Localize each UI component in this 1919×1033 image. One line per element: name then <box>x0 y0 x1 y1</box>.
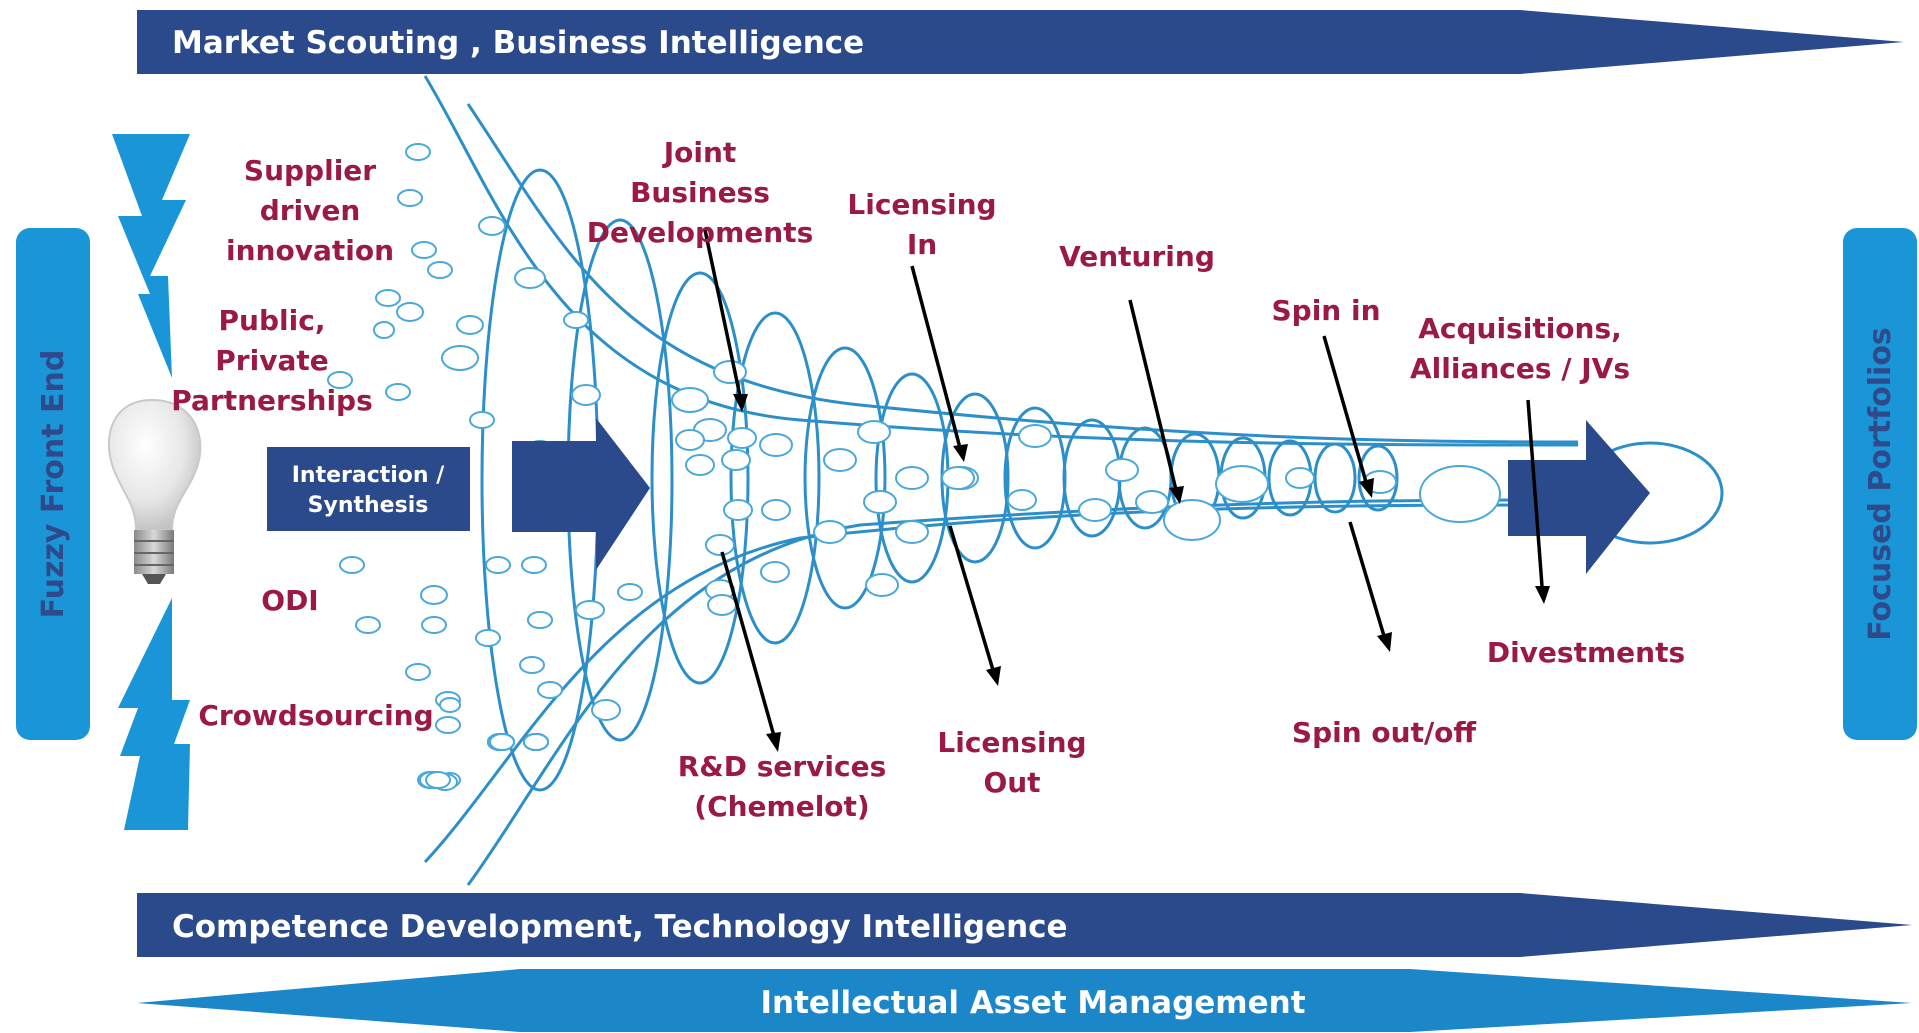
label-rd-2: (Chemelot) <box>694 790 869 823</box>
source-labels: Supplier driven innovation Public, Priva… <box>171 154 433 732</box>
label-spin-out: Spin out/off <box>1292 716 1477 749</box>
label-supplier-1: Supplier <box>244 154 376 187</box>
label-joint-3: Developments <box>587 216 814 249</box>
left-side-tab <box>16 228 90 740</box>
interaction-synthesis-box <box>267 447 470 531</box>
iam-band-arrow <box>137 969 1912 1032</box>
label-licensing-in-1: Licensing <box>847 188 996 221</box>
block-arrow-right <box>1508 420 1650 574</box>
label-crowdsourcing: Crowdsourcing <box>198 699 433 732</box>
label-joint-1: Joint <box>662 136 737 169</box>
label-spin-in: Spin in <box>1271 294 1380 327</box>
box-line-2: Synthesis <box>308 493 429 518</box>
top-band-label: Market Scouting , Business Intelligence <box>172 25 864 61</box>
label-licensing-out-2: Out <box>983 766 1040 799</box>
label-public-2: Private <box>215 344 328 377</box>
label-public-3: Partnerships <box>171 384 373 417</box>
lightbulb-icon <box>107 398 202 584</box>
box-line-1: Interaction / <box>292 463 446 488</box>
iam-band-label: Intellectual Asset Management <box>760 985 1305 1021</box>
bottom-band-arrow <box>137 893 1912 957</box>
label-licensing-in-2: In <box>907 228 937 261</box>
idea-bubbles <box>327 143 1501 791</box>
funnel-shape <box>423 75 1724 886</box>
label-supplier-2: driven <box>260 194 361 227</box>
label-acquisitions-1: Acquisitions, <box>1418 312 1622 345</box>
right-side-tab <box>1843 228 1917 740</box>
left-side-label: Fuzzy Front End <box>36 350 71 619</box>
label-rd-1: R&D services <box>678 750 887 783</box>
label-joint-2: Business <box>630 176 770 209</box>
top-band-arrow <box>137 10 1904 74</box>
label-licensing-out-1: Licensing <box>937 726 1086 759</box>
label-odi: ODI <box>261 584 318 617</box>
mode-labels: Joint Business Developments Licensing In… <box>587 136 1685 823</box>
label-divestments: Divestments <box>1487 636 1685 669</box>
label-supplier-3: innovation <box>226 234 394 267</box>
block-arrow-left <box>512 418 650 570</box>
right-side-label: Focused Portfolios <box>1863 327 1898 641</box>
lightning-bolt-icon <box>112 134 190 830</box>
label-venturing: Venturing <box>1059 240 1215 273</box>
mode-pointer-arrows <box>703 229 1550 752</box>
label-public-1: Public, <box>219 304 326 337</box>
bottom-band-label: Competence Development, Technology Intel… <box>172 909 1068 945</box>
label-acquisitions-2: Alliances / JVs <box>1410 352 1630 385</box>
